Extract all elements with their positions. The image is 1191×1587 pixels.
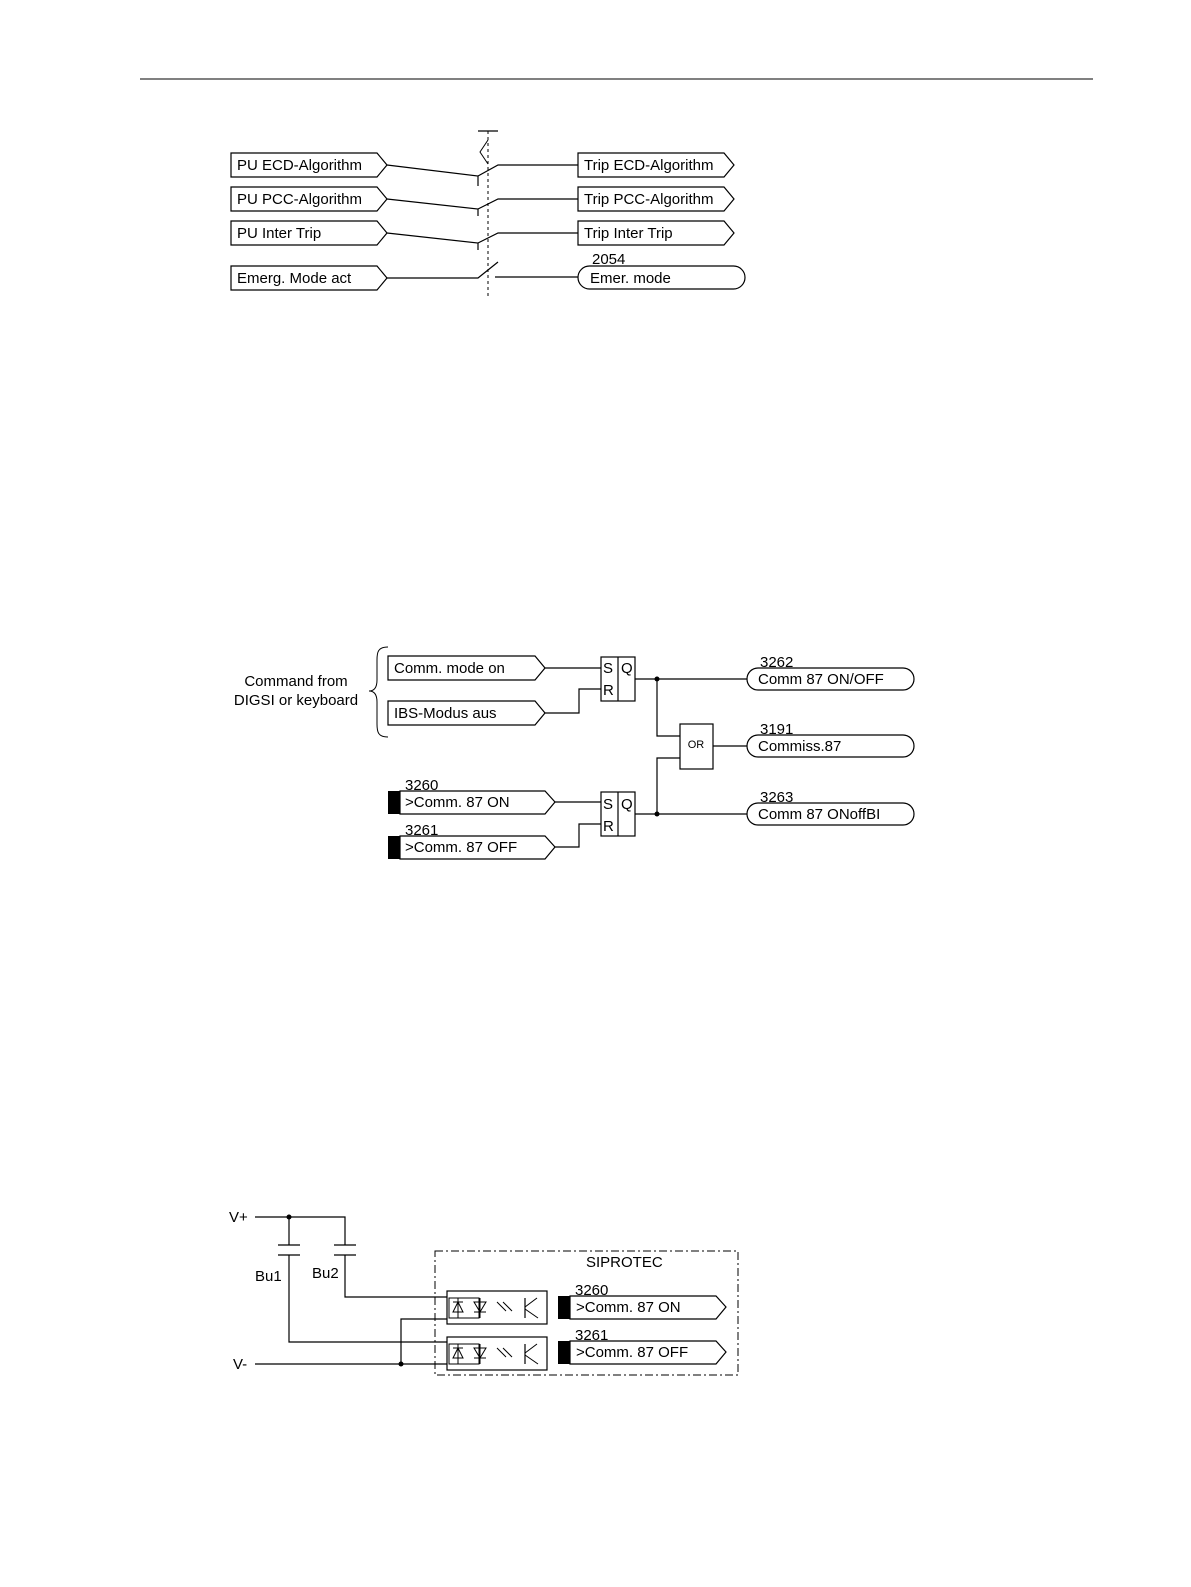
svg-text:Q: Q — [621, 660, 633, 677]
output-trip-pcc: Trip PCC-Algorithm — [577, 186, 735, 212]
output-trip-ecd: Trip ECD-Algorithm — [577, 152, 735, 178]
svg-text:Emer. mode: Emer. mode — [590, 270, 671, 287]
svg-text:R: R — [603, 818, 614, 835]
command-label-1: Command from — [244, 673, 347, 690]
commissioning-mode-diagram: Command from DIGSI or keyboard Comm. mod… — [234, 646, 915, 860]
siprotec-boundary — [434, 1250, 739, 1376]
output-comm87-onoffbi: 3263 Comm 87 ONoffBI — [746, 789, 915, 826]
svg-text:IBS-Modus aus: IBS-Modus aus — [394, 705, 497, 722]
svg-text:>Comm. 87 OFF: >Comm. 87 OFF — [405, 839, 517, 856]
switch-1 — [386, 164, 479, 186]
optocoupler-1 — [446, 1290, 548, 1325]
output-comm87-onoff: 3262 Comm 87 ON/OFF — [746, 654, 915, 691]
svg-text:>Comm. 87 OFF: >Comm. 87 OFF — [576, 1344, 688, 1361]
switch-2 — [386, 198, 479, 216]
svg-text:3261: 3261 — [575, 1327, 608, 1344]
svg-text:PU ECD-Algorithm: PU ECD-Algorithm — [237, 157, 362, 174]
svg-text:PU PCC-Algorithm: PU PCC-Algorithm — [237, 191, 362, 208]
cmd-mode-on: Comm. mode on — [387, 655, 546, 681]
svg-text:PU Inter Trip: PU Inter Trip — [237, 225, 321, 242]
svg-text:Comm. mode on: Comm. mode on — [394, 660, 505, 677]
vminus-label: V- — [233, 1356, 247, 1373]
svg-text:>Comm. 87 ON: >Comm. 87 ON — [576, 1299, 681, 1316]
svg-text:S: S — [603, 660, 613, 677]
vplus-label: V+ — [229, 1209, 248, 1226]
svg-text:3191: 3191 — [760, 721, 793, 738]
command-brace — [368, 646, 389, 738]
optocoupler-2 — [446, 1336, 548, 1371]
bi-3261: 3261 >Comm. 87 OFF — [558, 1327, 727, 1365]
bi-comm-off: 3261 >Comm. 87 OFF — [388, 822, 556, 860]
svg-text:Comm 87 ON/OFF: Comm 87 ON/OFF — [758, 671, 884, 688]
siprotec-label: SIPROTEC — [586, 1254, 663, 1271]
cmd-mode-off: IBS-Modus aus — [387, 700, 546, 726]
switch-4 — [387, 261, 499, 279]
binary-input-wiring-diagram: V+ V- Bu1 Bu2 SIPROTEC — [229, 1209, 739, 1376]
svg-text:Trip Inter Trip: Trip Inter Trip — [584, 225, 673, 242]
svg-text:Trip ECD-Algorithm: Trip ECD-Algorithm — [584, 157, 713, 174]
input-pu-ecd: PU ECD-Algorithm — [230, 152, 388, 178]
bi-comm-on: 3260 >Comm. 87 ON — [388, 777, 556, 815]
svg-text:R: R — [603, 682, 614, 699]
svg-text:2054: 2054 — [592, 251, 625, 268]
input-pu-inter-trip: PU Inter Trip — [230, 220, 388, 246]
svg-text:Comm 87 ONoffBI: Comm 87 ONoffBI — [758, 806, 880, 823]
annunciation-emer-mode: 2054 Emer. mode — [577, 251, 746, 290]
svg-text:>Comm. 87 ON: >Comm. 87 ON — [405, 794, 510, 811]
svg-text:S: S — [603, 796, 613, 813]
svg-text:3262: 3262 — [760, 654, 793, 671]
svg-text:OR: OR — [688, 739, 705, 751]
bi-3260: 3260 >Comm. 87 ON — [558, 1282, 727, 1320]
svg-text:3261: 3261 — [405, 822, 438, 839]
svg-text:Emerg. Mode act: Emerg. Mode act — [237, 270, 352, 287]
svg-text:Q: Q — [621, 796, 633, 813]
input-emerg-mode-act: Emerg. Mode act — [230, 265, 388, 291]
svg-text:3263: 3263 — [760, 789, 793, 806]
bu1-label: Bu1 — [255, 1268, 282, 1285]
output-commiss87: 3191 Commiss.87 — [746, 721, 915, 758]
switch-3 — [386, 232, 479, 250]
emergency-mode-diagram: PU ECD-Algorithm PU PCC-Algorithm PU Int… — [230, 130, 746, 296]
svg-text:3260: 3260 — [575, 1282, 608, 1299]
flipflop-1: S R Q — [600, 656, 636, 702]
input-pu-pcc: PU PCC-Algorithm — [230, 186, 388, 212]
output-trip-inter: Trip Inter Trip — [577, 220, 735, 246]
flipflop-2: S R Q — [600, 791, 636, 837]
svg-text:Commiss.87: Commiss.87 — [758, 738, 841, 755]
svg-text:3260: 3260 — [405, 777, 438, 794]
command-label-2: DIGSI or keyboard — [234, 692, 358, 709]
bu2-label: Bu2 — [312, 1265, 339, 1282]
control-line-jog — [479, 139, 489, 165]
svg-text:Trip PCC-Algorithm: Trip PCC-Algorithm — [584, 191, 713, 208]
or-gate: OR — [679, 723, 714, 770]
